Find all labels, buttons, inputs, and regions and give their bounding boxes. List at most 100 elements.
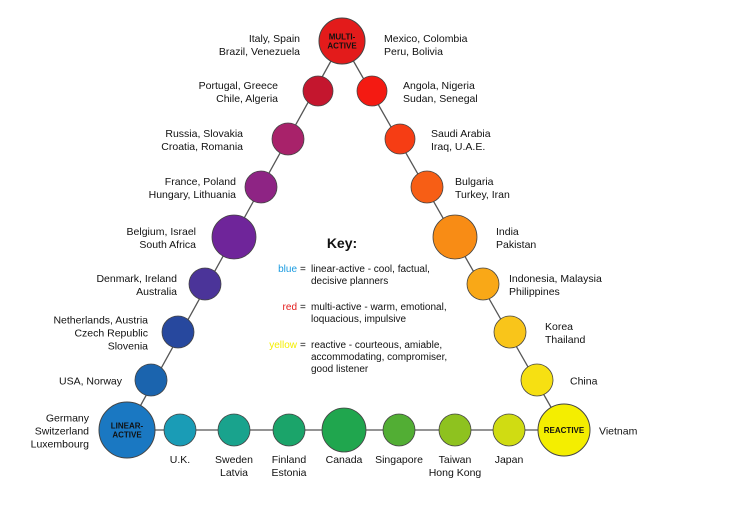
label-saudi-arabia-line: Iraq, U.A.E. [431, 141, 485, 153]
label-taiwan-line: Hong Kong [429, 467, 482, 479]
label-netherlands-austria-line: Netherlands, Austria [53, 315, 148, 327]
label-canada: Canada [326, 454, 363, 466]
key-description-line: linear-active - cool, factual, [311, 264, 430, 275]
node-indonesia-malaysia [466, 267, 500, 301]
label-indonesia-malaysia-line: Philippines [509, 286, 560, 298]
key-word-blue: blue [278, 264, 297, 275]
label-saudi-arabia-line: Saudi Arabia [431, 128, 491, 140]
label-usa-norway: USA, Norway [59, 376, 123, 388]
label-singapore-line: Singapore [375, 454, 423, 466]
label-denmark-ireland-line: Australia [136, 286, 177, 298]
label-china-line: China [570, 376, 598, 388]
key-word-yellow: yellow [269, 340, 298, 351]
label-russia-slovakia-line: Russia, Slovakia [165, 128, 243, 140]
node-netherlands-austria [161, 315, 195, 349]
node-canada [321, 407, 367, 453]
label-germany-line: Germany [46, 413, 90, 425]
node-france-poland [244, 170, 278, 204]
label-china: China [570, 376, 598, 388]
label-mexico-colombia-line: Mexico, Colombia [384, 33, 468, 45]
vertex-reactive-label-line: REACTIVE [544, 426, 585, 435]
label-korea-line: Korea [545, 321, 573, 333]
label-canada-line: Canada [326, 454, 363, 466]
vertex-reactive-label: REACTIVE [544, 426, 585, 435]
label-india-line: India [496, 226, 519, 238]
label-sweden-line: Sweden [215, 454, 253, 466]
node-u-k [163, 413, 197, 447]
node-taiwan [438, 413, 472, 447]
vertex-multi-active-label-line: MULTI- [329, 33, 356, 42]
node-portugal-greece [302, 75, 334, 107]
vertex-linear-active [98, 401, 156, 459]
key-description-red: multi-active - warm, emotional,loquaciou… [311, 302, 447, 325]
label-france-poland-line: France, Poland [165, 176, 236, 188]
key-panel: Key:blue=linear-active - cool, factual,d… [269, 235, 447, 375]
node-japan [492, 413, 526, 447]
label-finland-line: Finland [272, 454, 307, 466]
label-france-poland-line: Hungary, Lithuania [149, 189, 237, 201]
label-angola-nigeria-line: Angola, Nigeria [403, 80, 475, 92]
key-description-yellow: reactive - courteous, amiable,accommodat… [311, 340, 447, 375]
key-equals: = [300, 302, 306, 313]
node-bulgaria [410, 170, 444, 204]
key-title: Key: [327, 235, 357, 251]
label-u-k: U.K. [170, 454, 190, 466]
label-angola-nigeria-line: Sudan, Senegal [403, 93, 478, 105]
label-taiwan-line: Taiwan [439, 454, 472, 466]
label-italy-spain-line: Brazil, Venezuela [219, 46, 300, 58]
key-word-red: red [283, 302, 297, 313]
label-vietnam: Vietnam [599, 426, 638, 438]
label-india-line: Pakistan [496, 239, 536, 251]
label-belgium-israel-line: Belgium, Israel [127, 226, 196, 238]
label-denmark-ireland-line: Denmark, Ireland [96, 273, 177, 285]
node-belgium-israel [211, 214, 257, 260]
label-usa-norway-line: USA, Norway [59, 376, 123, 388]
key-description-line: accommodating, compromiser, [311, 352, 447, 363]
node-india [432, 214, 478, 260]
vertex-reactive [537, 403, 591, 457]
label-russia-slovakia-line: Croatia, Romania [161, 141, 243, 153]
label-sweden-line: Latvia [220, 467, 248, 479]
label-netherlands-austria-line: Slovenia [108, 341, 148, 353]
label-bulgaria-line: Bulgaria [455, 176, 494, 188]
label-japan-line: Japan [495, 454, 524, 466]
node-sweden [217, 413, 251, 447]
key-description-blue: linear-active - cool, factual,decisive p… [311, 264, 430, 287]
node-denmark-ireland [188, 267, 222, 301]
key-description-line: loquacious, impulsive [311, 314, 406, 325]
label-bulgaria-line: Turkey, Iran [455, 189, 510, 201]
label-u-k-line: U.K. [170, 454, 190, 466]
key-equals: = [300, 340, 306, 351]
node-usa-norway [134, 363, 168, 397]
vertex-linear-active-label-line: ACTIVE [112, 431, 142, 440]
label-vietnam-line: Vietnam [599, 426, 638, 438]
node-singapore [382, 413, 416, 447]
label-japan: Japan [495, 454, 524, 466]
key-description-line: multi-active - warm, emotional, [311, 302, 447, 313]
key-equals: = [300, 264, 306, 275]
node-china [520, 363, 554, 397]
node-finland [272, 413, 306, 447]
label-germany-line: Luxembourg [31, 439, 90, 451]
node-russia-slovakia [271, 122, 305, 156]
